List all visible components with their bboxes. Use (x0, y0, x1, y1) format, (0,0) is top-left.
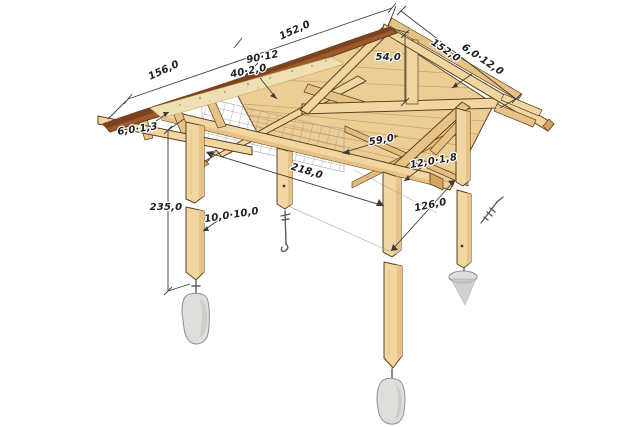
dim-post-height (163, 118, 191, 296)
dim-label-gable-height: 54,0 (376, 52, 401, 63)
dim-front-width (205, 151, 385, 207)
post-front-right (376, 171, 406, 425)
overhang-purlins (493, 93, 543, 128)
hanging-anchor-screw (284, 210, 287, 245)
dim-verge-offset (341, 134, 399, 155)
sanded-sheathing (149, 56, 345, 119)
dim-right-slope (396, 5, 522, 109)
rafter-end-grain (542, 118, 555, 132)
screw-hole (460, 244, 464, 248)
post-centre-hanging (276, 147, 293, 253)
leader-lines (151, 62, 473, 232)
screw-and-bit (480, 196, 504, 224)
dim-left-slope (107, 2, 397, 120)
dim-gable-height (389, 27, 410, 107)
dim-label-side-depth: 126,0 (413, 197, 447, 215)
front-plate-end-grain (429, 172, 444, 191)
front-top-plate-shade (162, 116, 430, 184)
post-front-left (181, 121, 210, 345)
dim-label-post-height: 235,0 (150, 202, 183, 213)
footing-cone-rear-right (450, 278, 477, 306)
king-stud (405, 39, 419, 105)
dim-label-eave-left: 156,0 (147, 59, 181, 83)
sheathing-speckles (179, 60, 327, 106)
dim-side-depth (390, 179, 456, 252)
post-rear-right (448, 107, 478, 306)
dim-label-post-section: 10,0·10,0 (204, 206, 260, 225)
dim-label-slope-left: 152,0 (278, 19, 312, 43)
screw-hole (282, 184, 286, 188)
roof-assembly (97, 17, 555, 191)
posts-and-footings (181, 107, 504, 425)
